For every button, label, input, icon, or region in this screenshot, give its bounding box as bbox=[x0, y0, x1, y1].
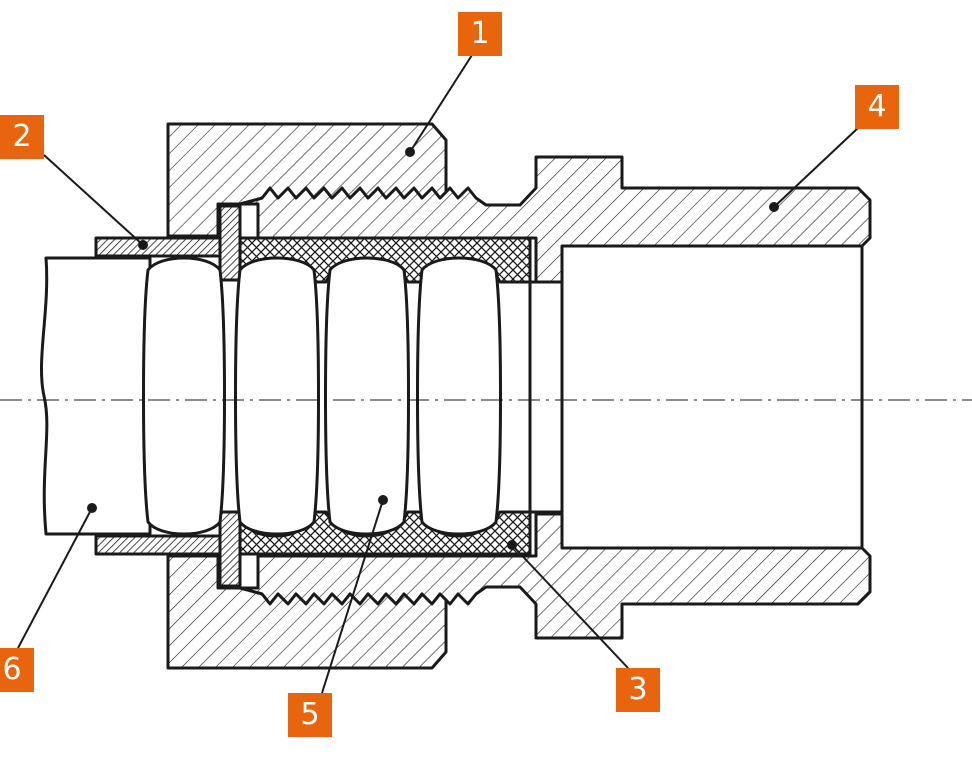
leader-dot-1 bbox=[405, 147, 415, 157]
corrugated-pipe bbox=[142, 256, 502, 536]
leader-dot-6 bbox=[87, 503, 97, 513]
leader-dot-2 bbox=[138, 240, 148, 250]
sleeve-lower bbox=[94, 534, 234, 556]
callout-6: 6 bbox=[0, 648, 34, 692]
leader-1 bbox=[409, 54, 473, 153]
callout-3: 3 bbox=[616, 668, 660, 712]
callout-1: 1 bbox=[458, 12, 502, 56]
leader-4 bbox=[773, 127, 859, 208]
callout-2: 2 bbox=[0, 115, 44, 159]
leader-6 bbox=[17, 507, 93, 649]
leader-dot-5 bbox=[378, 495, 388, 505]
corrugation-1 bbox=[142, 256, 226, 536]
sleeve-upper bbox=[94, 236, 234, 258]
corrugation-2 bbox=[234, 256, 320, 536]
corrugation-4 bbox=[416, 256, 502, 536]
callout-4: 4 bbox=[855, 85, 899, 129]
leader-3 bbox=[511, 544, 629, 669]
leader-dot-4 bbox=[769, 202, 779, 212]
sleeve-collar-upper bbox=[218, 204, 242, 282]
leader-dot-3 bbox=[507, 540, 517, 550]
corrugation-3 bbox=[324, 256, 410, 536]
leader-5 bbox=[321, 499, 384, 694]
sleeve-collar-lower bbox=[218, 510, 242, 588]
union-nut-lower bbox=[166, 554, 448, 670]
leader-2 bbox=[43, 154, 144, 246]
pipe-jacket bbox=[40, 256, 152, 536]
union-nut-upper bbox=[166, 122, 448, 238]
callout-5: 5 bbox=[288, 693, 332, 737]
